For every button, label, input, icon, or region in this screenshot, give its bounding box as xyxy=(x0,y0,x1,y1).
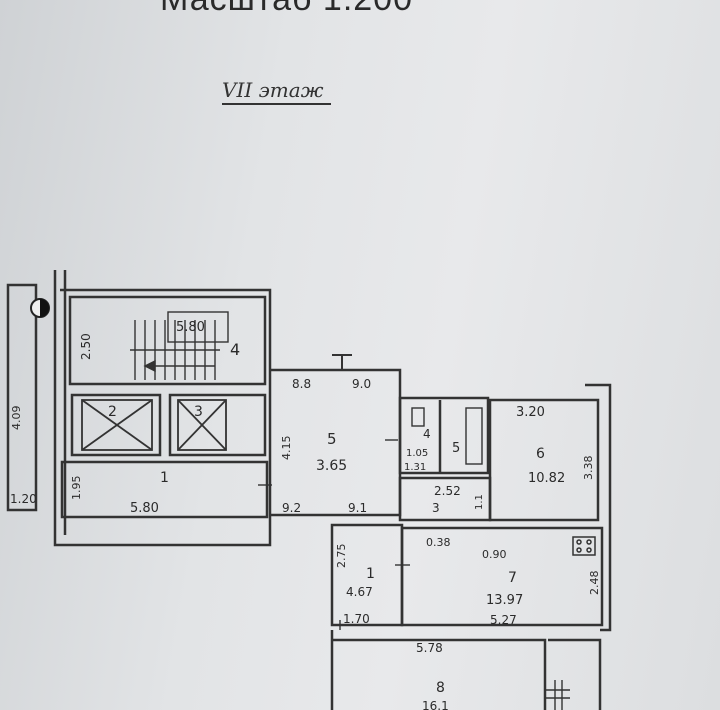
stair-block-wall xyxy=(53,270,272,547)
hall-1-area: 4.67 xyxy=(346,585,373,599)
kitchen-room-7 xyxy=(400,526,604,627)
kitchen-7-length: 5.27 xyxy=(490,613,517,627)
corridor-room-1 xyxy=(60,460,269,519)
corridor-1-length: 5.80 xyxy=(130,501,159,516)
room-8-area: 16.1 xyxy=(422,699,449,710)
floor-label: VII этаж xyxy=(222,78,332,105)
elevator-2 xyxy=(70,393,162,457)
hall-5-number: 5 xyxy=(327,430,337,448)
room-6-side: 3.38 xyxy=(582,456,595,481)
hall-5-area: 3.65 xyxy=(316,458,347,474)
left-side-mark: 4.09 xyxy=(10,406,23,431)
corridor-3-number: 3 xyxy=(432,501,440,515)
door-mark-bottom-b: 9.1 xyxy=(348,501,367,515)
room-8-length: 5.78 xyxy=(416,641,443,655)
corridor-room-3 xyxy=(398,476,492,522)
room-6-number: 6 xyxy=(536,446,545,462)
stairwell-room xyxy=(68,295,267,386)
left-outer-wall xyxy=(6,283,38,512)
room-4-number: 4 xyxy=(230,340,240,359)
door-mark-top-b: 9.0 xyxy=(352,377,371,391)
hall-1-number: 1 xyxy=(366,566,375,582)
stove-icon xyxy=(572,536,596,556)
scale-title: Масштаб 1:200 xyxy=(160,0,413,19)
room-6 xyxy=(488,398,600,522)
corridor-1-number: 1 xyxy=(160,470,169,486)
room-4-side: 2.50 xyxy=(79,333,93,360)
bath-5-width: 1.31 xyxy=(404,462,426,473)
room-8-number: 8 xyxy=(436,680,445,696)
kitchen-measure-b: 0.90 xyxy=(482,548,507,561)
riser-symbol xyxy=(30,298,50,318)
room-6-area: 10.82 xyxy=(528,471,565,486)
door-mark-bottom-a: 9.2 xyxy=(282,501,301,515)
elevator-2-number: 2 xyxy=(108,404,117,420)
elevator-3 xyxy=(168,393,267,457)
bathroom-block xyxy=(398,396,490,475)
door-mark-top-a: 8.8 xyxy=(292,377,311,391)
bath-4-number: 4 xyxy=(423,427,431,441)
hall-1-side: 2.75 xyxy=(335,544,348,569)
hall-1-bottom: 1.70 xyxy=(343,612,370,626)
bath-5-number: 5 xyxy=(452,441,460,456)
corridor-3-side: 1.1 xyxy=(474,494,485,510)
kitchen-7-side: 2.48 xyxy=(588,571,601,596)
room-8 xyxy=(330,630,547,710)
staircase-steps xyxy=(130,311,229,380)
elevator-3-number: 3 xyxy=(194,404,203,420)
kitchen-7-number: 7 xyxy=(508,570,517,586)
kitchen-7-area: 13.97 xyxy=(486,593,523,608)
hall-5-side: 4.15 xyxy=(280,436,293,461)
bathtub-icon xyxy=(465,407,483,465)
corridor-3-width: 2.52 xyxy=(434,484,461,498)
room-6-top: 3.20 xyxy=(516,405,545,420)
left-bottom-mark: 1.20 xyxy=(10,492,37,506)
corridor-1-side: 1.95 xyxy=(70,476,83,501)
toilet-icon xyxy=(411,407,425,427)
bath-4-width: 1.05 xyxy=(406,448,428,459)
room-4-dimension: 5.80 xyxy=(176,320,205,335)
kitchen-measure-a: 0.38 xyxy=(426,536,451,549)
